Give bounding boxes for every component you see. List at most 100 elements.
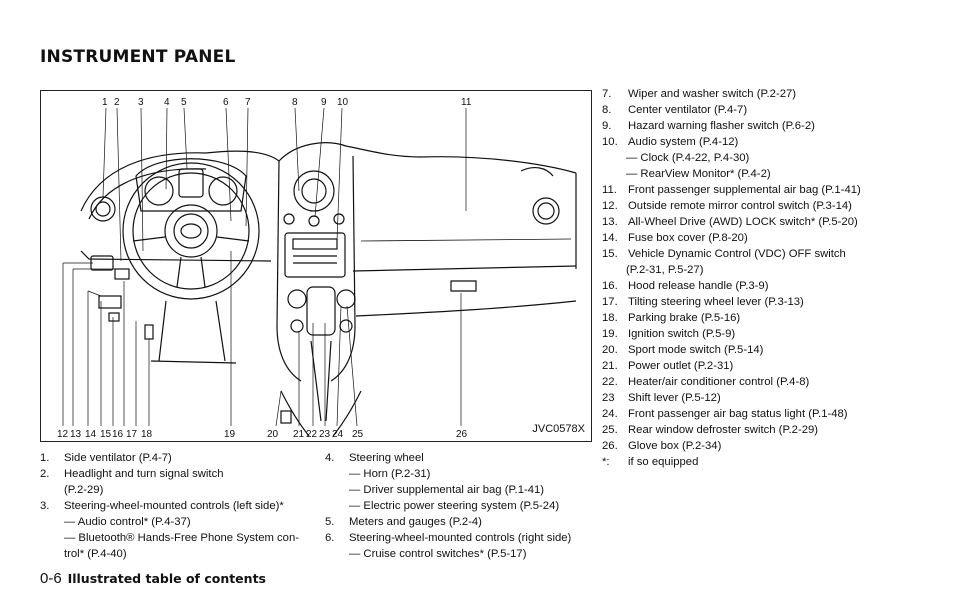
legend-subitem: trol* (P.4-40) [64,548,127,560]
legend-item-number: 17. [602,296,618,308]
page-footer: 0-6 Illustrated table of contents [40,570,266,587]
legend-item: 26. Glove box (P.2-34) [602,438,932,454]
legend-subitem: — RearView Monitor* (P.4-2) [626,168,771,180]
callout-5: 5 [181,97,187,108]
legend-item: 10.Audio system (P.4-12) [602,134,932,150]
callout-9: 9 [321,97,327,108]
legend-subitem: — Audio control* (P.4-37) [64,516,191,528]
legend-item-text: Tilting steering wheel lever (P.3-13) [628,296,804,308]
legend-item-number: 26. [602,440,618,452]
legend-item-text: Wiper and washer switch (P.2-27) [628,88,797,100]
callout-10: 10 [337,97,349,108]
legend-item-number: 24. [602,408,618,420]
callout-7: 7 [245,97,251,108]
legend-list-right: 7. Wiper and washer switch (P.2-27) 8. Cent… [602,86,932,470]
legend-item-number: 4. [325,452,335,464]
legend-item-number: 2. [40,468,50,480]
bottom-callout-numbers: 12 13 14 15 16 17 18 19 20 21 22 23 24 2… [57,429,468,440]
page-title: INSTRUMENT PANEL [40,47,236,67]
legend-item-number: 14. [602,232,618,244]
dashboard-outline [80,142,577,437]
legend-item-text: Parking brake (P.5-16) [628,312,741,324]
callout-18: 18 [141,429,153,440]
callout-14: 14 [85,429,97,440]
legend-item-number: 23 [602,392,615,404]
callout-8: 8 [292,97,298,108]
legend-item: 6. Steering-wheel-mounted controls (right… [325,530,585,546]
legend-item-text: Sport mode switch (P.5-14) [628,344,764,356]
legend-item-number: 5. [325,516,335,528]
legend-item-text: All-Wheel Drive (AWD) LOCK switch* (P.5-… [628,216,858,228]
legend-item-text: Steering wheel [349,452,424,464]
legend-item-text: Meters and gauges (P.2-4) [349,516,482,528]
legend-item-text: Fuse box cover (P.8-20) [628,232,748,244]
legend-item-number: 22. [602,376,618,388]
legend-subitem: — Clock (P.4-22, P.4-30) [626,152,750,164]
legend-item-text: Steering-wheel-mounted controls (left si… [64,500,284,512]
legend-item-continuation: (P.2-31, P.5-27) [626,264,704,276]
legend-subitem: — Driver supplemental air bag (P.1-41) [349,484,545,496]
legend-item-text: Audio system (P.4-12) [628,136,739,148]
legend-item-number: 6. [325,532,335,544]
legend-item: 20. Sport mode switch (P.5-14) [602,342,932,358]
callout-19: 19 [224,429,236,440]
legend-item: 4. Steering wheel [325,450,585,466]
callout-6: 6 [223,97,229,108]
legend-item-text: Front passenger supplemental air bag (P.… [628,184,861,196]
legend-item: 1. Side ventilator (P.4-7) [40,450,310,466]
callout-3: 3 [138,97,144,108]
legend-item-text: Steering-wheel-mounted controls (right s… [349,532,572,544]
callout-25: 25 [352,429,364,440]
legend-item-text: Headlight and turn signal switch [64,468,224,480]
callout-12: 12 [57,429,69,440]
legend-item-text: Vehicle Dynamic Control (VDC) OFF switch [628,248,846,260]
legend-item: 16. Hood release handle (P.3-9) [602,278,932,294]
instrument-panel-figure: 1 2 3 4 5 6 7 8 9 10 11 12 13 14 15 16 1… [40,90,592,442]
legend-item: 12. Outside remote mirror control switch … [602,198,932,214]
legend-item-number: 11. [602,184,617,196]
legend-item-text: Outside remote mirror control switch (P.… [628,200,852,212]
legend-subitem: — Electric power steering system (P.5-24… [349,500,560,512]
legend-item: *: if so equipped [602,454,932,470]
legend-item-number: 16. [602,280,618,292]
legend-item-number: 9. [602,120,612,132]
callout-11: 11 [461,97,472,108]
legend-item: 9.Hazard warning flasher switch (P.6-2) [602,118,932,134]
callout-15: 15 [100,429,112,440]
legend-subitem: — Bluetooth® Hands-Free Phone System con… [64,532,300,544]
legend-item: 14. Fuse box cover (P.8-20) [602,230,932,246]
callout-23: 23 [319,429,331,440]
legend-item-number: 19. [602,328,618,340]
legend-item-number: *: [602,456,610,468]
legend-item: 15. Vehicle Dynamic Control (VDC) OFF swi… [602,246,932,262]
legend-subitem: — Horn (P.2-31) [349,468,431,480]
legend-item: 18. Parking brake (P.5-16) [602,310,932,326]
callout-leaders [62,107,467,427]
legend-item-text: Glove box (P.2-34) [628,440,722,452]
legend-list-middle: 4. Steering wheel — Horn (P.2-31) — Driver … [325,450,585,562]
legend-item: 22.Heater/air conditioner control (P.4-8… [602,374,932,390]
legend-item: 25.Rear window defroster switch (P.2-29) [602,422,932,438]
legend-item-number: 21. [602,360,618,372]
callout-2: 2 [114,97,120,108]
legend-item-number: 18. [602,312,618,324]
legend-item-number: 20. [602,344,618,356]
legend-item-text: Hood release handle (P.3-9) [628,280,769,292]
legend-item-number: 1. [40,452,50,464]
top-callout-numbers: 1 2 3 4 5 6 7 8 9 10 11 [102,97,472,108]
legend-item-text: Side ventilator (P.4-7) [64,452,172,464]
figure-id: JVC0578X [532,423,585,435]
legend-item-text: if so equipped [628,456,699,468]
legend-item-text: Rear window defroster switch (P.2-29) [628,424,819,436]
callout-17: 17 [126,429,138,440]
legend-item-number: 15. [602,248,618,260]
legend-item-continuation: (P.2-29) [64,484,104,496]
legend-item-text: Center ventilator (P.4-7) [628,104,748,116]
legend-list-left: 1. Side ventilator (P.4-7) 2. Headlight and… [40,450,310,562]
legend-item-number: 7. [602,88,612,100]
legend-item: 17. Tilting steering wheel lever (P.3-13) [602,294,932,310]
instrument-panel-drawing: 1 2 3 4 5 6 7 8 9 10 11 12 13 14 15 16 1… [57,97,577,440]
legend-item-number: 12. [602,200,618,212]
legend-item-number: 8. [602,104,612,116]
